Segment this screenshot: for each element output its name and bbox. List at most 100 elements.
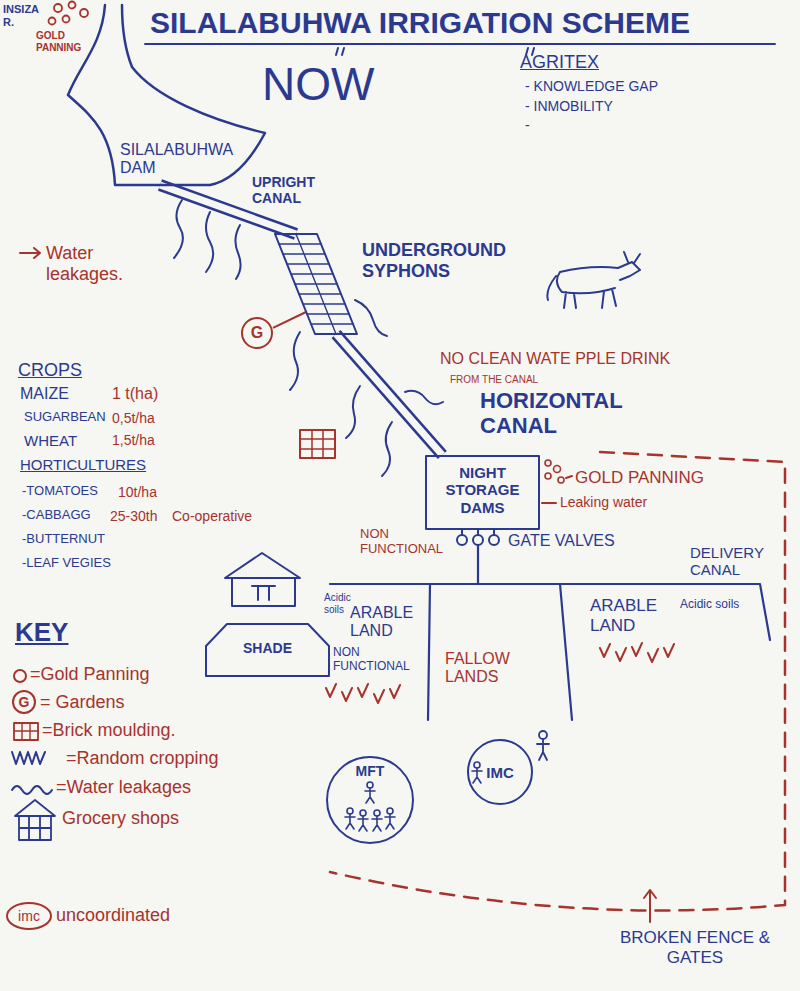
water-leak: [405, 391, 443, 404]
gold-panning-dot: [63, 16, 70, 23]
note-label: INSIZA R.: [3, 3, 51, 28]
canal-bank: [336, 334, 442, 455]
note-label: -CABBAGG: [22, 508, 91, 523]
gate-valve: [473, 535, 483, 545]
stick-figure: [385, 814, 395, 829]
water-leak: [355, 300, 387, 336]
legend-imc-outline: [7, 903, 51, 929]
note-label: NON FUNCTIONAL: [360, 527, 452, 557]
legend-text: uncoordinated: [56, 905, 170, 926]
note-label: BROKEN FENCE & GATES: [600, 928, 790, 967]
water-leak: [235, 225, 240, 279]
note-label: FALLOW LANDS: [445, 650, 525, 687]
stick-figure-head: [539, 731, 547, 739]
water-leak: [206, 212, 213, 272]
stick-figure-head: [474, 762, 480, 768]
note-label: 1 t(ha): [112, 385, 158, 403]
legend-sample: [12, 752, 45, 764]
note-label: GATE VALVES: [508, 532, 615, 550]
note-label: Acidic soils: [680, 598, 739, 612]
gold-panning-dot: [54, 4, 62, 12]
gold-panning-dot: [558, 477, 564, 483]
note-label: -: [525, 117, 530, 133]
note-label: KEY: [15, 618, 68, 648]
note-label: Water leakages.: [46, 243, 131, 284]
legend-sample: [14, 670, 26, 682]
note-label: ARABLE LAND: [590, 596, 670, 635]
node-label: NIGHT STORAGE DAMS: [430, 464, 535, 516]
pointer-arrow: [20, 248, 40, 258]
water-leak: [382, 422, 392, 476]
group-circle: MFT: [325, 755, 415, 845]
legend-garden-outline: [13, 691, 35, 713]
leader-line: [273, 312, 306, 328]
diagram-title: SILALABUHWA IRRIGATION SCHEME: [150, 6, 690, 41]
stick-figure-head: [387, 808, 393, 814]
shade-outline: [206, 624, 329, 676]
legend-text: =Water leakages: [56, 777, 191, 798]
broken-fence: [330, 452, 785, 910]
syphon-hatching: [279, 234, 353, 334]
note-label: CROPS: [18, 360, 82, 381]
legend-text: =Gold Panning: [30, 664, 150, 685]
note-label: ARABLE LAND: [350, 604, 425, 641]
dam-outline-node: SILALABUHWA DAM: [60, 5, 270, 190]
cow-drawing: [547, 252, 640, 308]
note-label: NO CLEAN WATE PPLE DRINK: [440, 350, 670, 368]
fence-arrow: [644, 890, 656, 922]
note-label: NOW: [262, 58, 374, 111]
stick-figure: [365, 788, 375, 803]
note-label: - INMOBILITY: [525, 98, 613, 114]
note-label: 10t/ha: [118, 484, 157, 500]
legend-sample: [12, 786, 52, 794]
note-label: Leaking water: [560, 494, 647, 510]
horizontal-canal: [336, 334, 442, 455]
legend-sample: [15, 800, 55, 840]
co-operative-building: [225, 553, 300, 606]
gate-valve: [489, 535, 499, 545]
group-circle: IMC: [467, 739, 533, 805]
note-label: 0,5t/ha: [112, 410, 155, 426]
legend-sample: [14, 723, 38, 740]
group-circle-outline: [468, 740, 532, 804]
node-label: IMC: [467, 764, 533, 781]
garden-leader: [273, 312, 306, 328]
edge-label: HORIZONTAL CANAL: [478, 388, 652, 439]
note-label: GOLD PANNING: [575, 468, 704, 488]
title-underline: [145, 43, 775, 45]
legend-sample: [14, 723, 38, 740]
legend-text: =Random cropping: [66, 748, 219, 769]
note-label: AGRITEX: [520, 52, 599, 73]
water-leak: [290, 332, 300, 390]
gold-panning-dot: [554, 466, 561, 473]
legend-imc-symbol: imc: [6, 902, 52, 930]
node-label: MFT: [325, 763, 415, 779]
gold-panning-dot: [69, 2, 76, 9]
brick-moulding-grid: [300, 430, 335, 458]
random-cropping-marks: [326, 643, 674, 703]
shade-building: SHADE: [205, 622, 330, 677]
note-label: -TOMATOES: [22, 484, 98, 499]
gold-panning-dot: [545, 473, 551, 479]
dam-outline: [68, 5, 265, 185]
stick-figure-head: [367, 782, 373, 788]
storage-box: NIGHT STORAGE DAMS: [425, 455, 540, 530]
note-label: MAIZE: [20, 385, 69, 403]
stick-figure-head: [347, 808, 353, 814]
canal-water: [336, 334, 442, 455]
stick-figure: [358, 816, 368, 831]
note-label: SUGARBEAN: [24, 410, 106, 425]
note-label: 25-30th: [110, 508, 157, 524]
stick-figure: [372, 816, 382, 831]
note-label: FROM THE CANAL: [450, 374, 538, 386]
node-label: SILALABUHWA DAM: [120, 141, 255, 178]
node-label: imc: [6, 908, 52, 924]
brick-moulding-symbol: [300, 430, 335, 458]
node-label: G: [241, 324, 273, 342]
legend-text: = Gardens: [40, 692, 125, 713]
legend-text: Grocery shops: [62, 808, 179, 829]
node-label: G: [12, 694, 36, 710]
note-label: -BUTTERNUT: [22, 532, 105, 547]
note-label: -LEAF VEGIES: [22, 556, 111, 571]
